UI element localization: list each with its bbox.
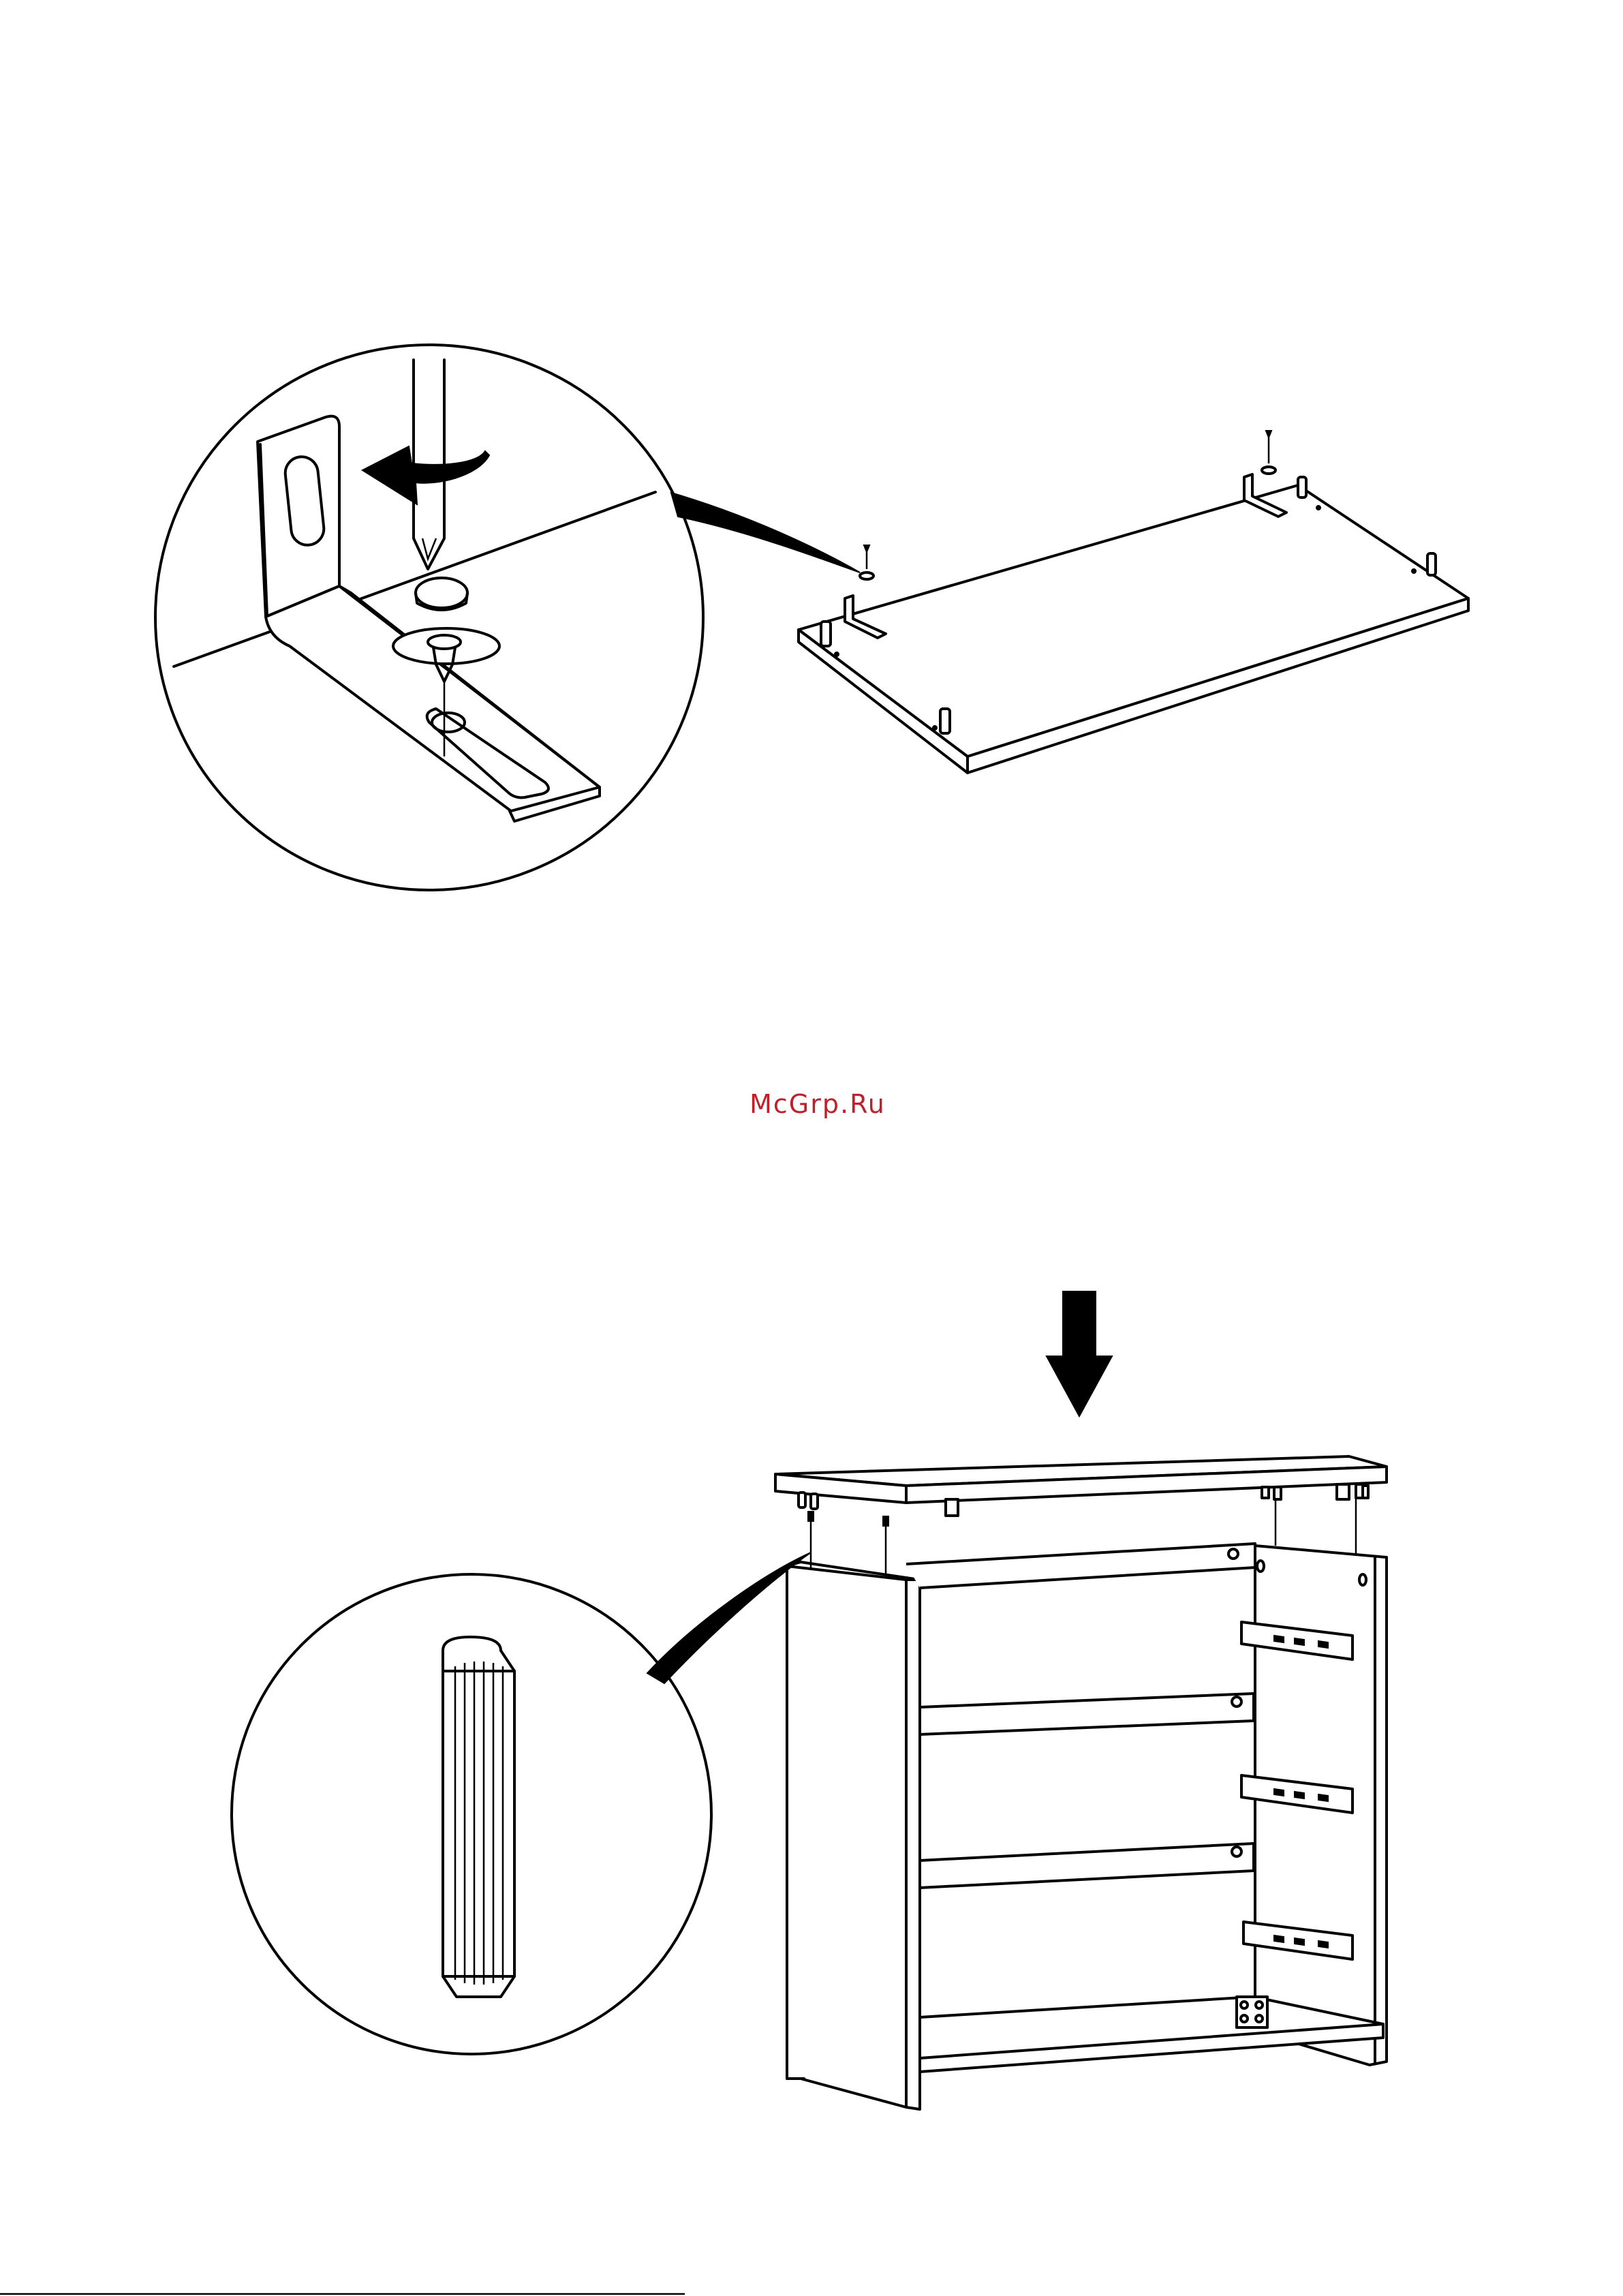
down-arrow-icon xyxy=(1047,1291,1112,1416)
rotate-arrow-icon xyxy=(362,446,489,504)
wooden-dowel-icon xyxy=(443,1637,514,1997)
watermark-text: McGrp.Ru xyxy=(749,1089,886,1119)
dowel-zoom-circle xyxy=(232,1552,811,2054)
side-panel-board xyxy=(799,485,1468,773)
bracket-step xyxy=(155,345,1468,890)
top-panel-step xyxy=(232,1291,1387,2109)
cabinet-frame xyxy=(787,1544,1387,2109)
